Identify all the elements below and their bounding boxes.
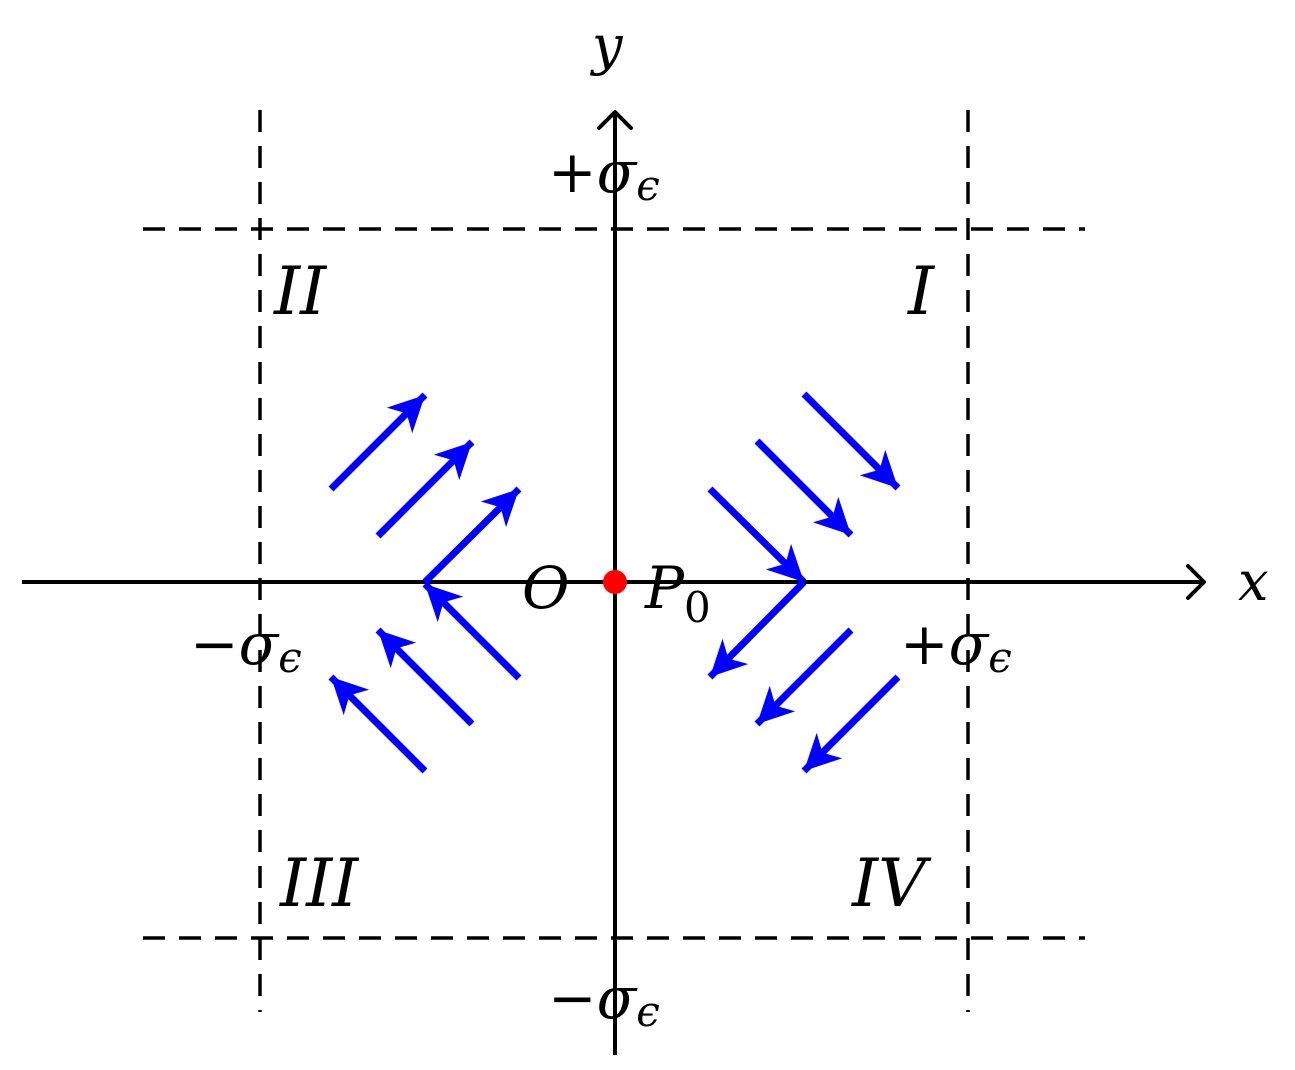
sigma-symbol: σ (597, 138, 638, 206)
plus-sign: + (900, 610, 949, 678)
epsilon-subscript: ϵ (278, 633, 302, 682)
flow-arrow-left-upper-1 (328, 392, 428, 492)
flow-arrow-right-upper-1 (801, 391, 901, 491)
flow-arrow-right-upper-3 (707, 486, 807, 585)
label-minus-sigma-x: −σϵ (190, 610, 302, 682)
flow-arrow-left-upper-2 (375, 439, 475, 539)
flow-arrow-left-upper-3 (422, 486, 522, 585)
flow-arrow-right-lower-2 (754, 627, 854, 727)
minus-sign: − (548, 964, 597, 1032)
label-plus-sigma-x: +σϵ (900, 610, 1012, 682)
label-plus-sigma-y: +σϵ (548, 138, 660, 210)
y-axis-arrowhead (597, 110, 633, 130)
flow-arrow-right-upper-2 (754, 438, 854, 538)
y-axis-label: y (590, 14, 624, 77)
flow-arrow-left-lower-3 (328, 674, 428, 774)
minus-sign: − (190, 610, 239, 678)
sigma-symbol: σ (239, 610, 280, 678)
epsilon-subscript: ϵ (636, 161, 660, 210)
region-label-q3: III (279, 845, 360, 922)
region-label-q1: I (907, 253, 936, 330)
flow-arrows-left (328, 392, 522, 774)
region-label-q2: II (273, 253, 328, 330)
equilibrium-point (603, 570, 627, 594)
flow-arrows-right (707, 391, 901, 774)
point-label-subscript: 0 (684, 583, 711, 632)
origin-label: O (522, 554, 570, 622)
epsilon-subscript: ϵ (636, 987, 660, 1036)
flow-arrow-right-lower-1 (707, 579, 807, 680)
point-label-main: P (644, 554, 685, 622)
region-label-q4: IV (851, 845, 932, 922)
flow-arrow-left-lower-1 (422, 581, 522, 681)
x-axis-label: x (1238, 550, 1268, 613)
flow-arrow-left-lower-2 (375, 627, 475, 727)
plus-sign: + (548, 138, 597, 206)
point-label: P0 (644, 554, 711, 632)
epsilon-subscript: ϵ (988, 633, 1012, 682)
x-axis-arrowhead (1186, 564, 1206, 600)
label-minus-sigma-y: −σϵ (548, 964, 660, 1036)
flow-arrow-right-lower-3 (801, 674, 901, 774)
sigma-symbol: σ (597, 964, 638, 1032)
sigma-symbol: σ (949, 610, 990, 678)
